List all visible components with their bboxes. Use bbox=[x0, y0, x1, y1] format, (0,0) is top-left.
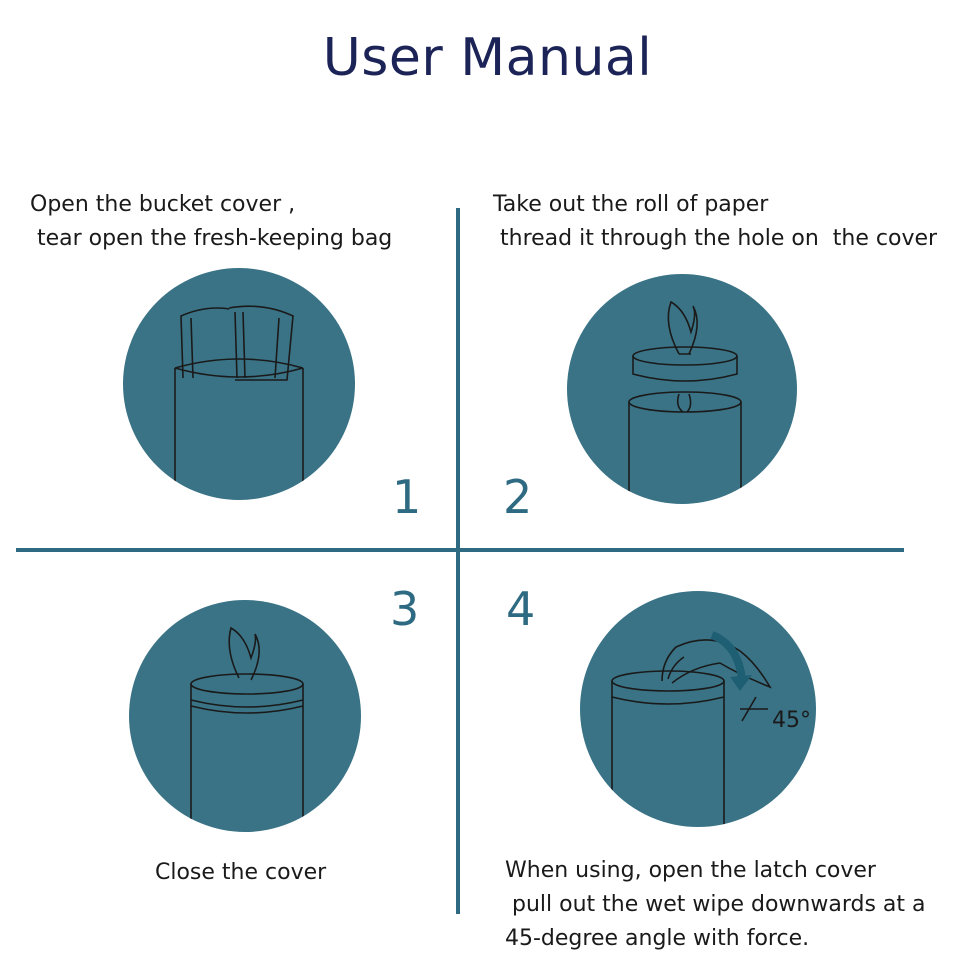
step-3-number: 3 bbox=[390, 582, 420, 636]
page-title: User Manual bbox=[322, 28, 653, 88]
step-2-number: 2 bbox=[503, 470, 533, 524]
step-1-number: 1 bbox=[392, 470, 422, 524]
step-1-caption: Open the bucket cover , tear open the fr… bbox=[30, 192, 393, 251]
step-2-caption: Take out the roll of paper thread it thr… bbox=[493, 192, 938, 251]
step-4-caption: When using, open the latch cover pull ou… bbox=[505, 858, 926, 951]
step-3-illustration bbox=[129, 600, 361, 832]
angle-label: 45° bbox=[772, 708, 811, 733]
step-4-illustration: 45° bbox=[580, 591, 816, 827]
step-2-illustration bbox=[567, 274, 797, 504]
step-3-caption: Close the cover bbox=[155, 860, 327, 885]
horizontal-divider bbox=[16, 548, 904, 552]
step-4-number: 4 bbox=[506, 582, 536, 636]
step-1-illustration bbox=[123, 268, 355, 500]
vertical-divider bbox=[456, 208, 460, 914]
